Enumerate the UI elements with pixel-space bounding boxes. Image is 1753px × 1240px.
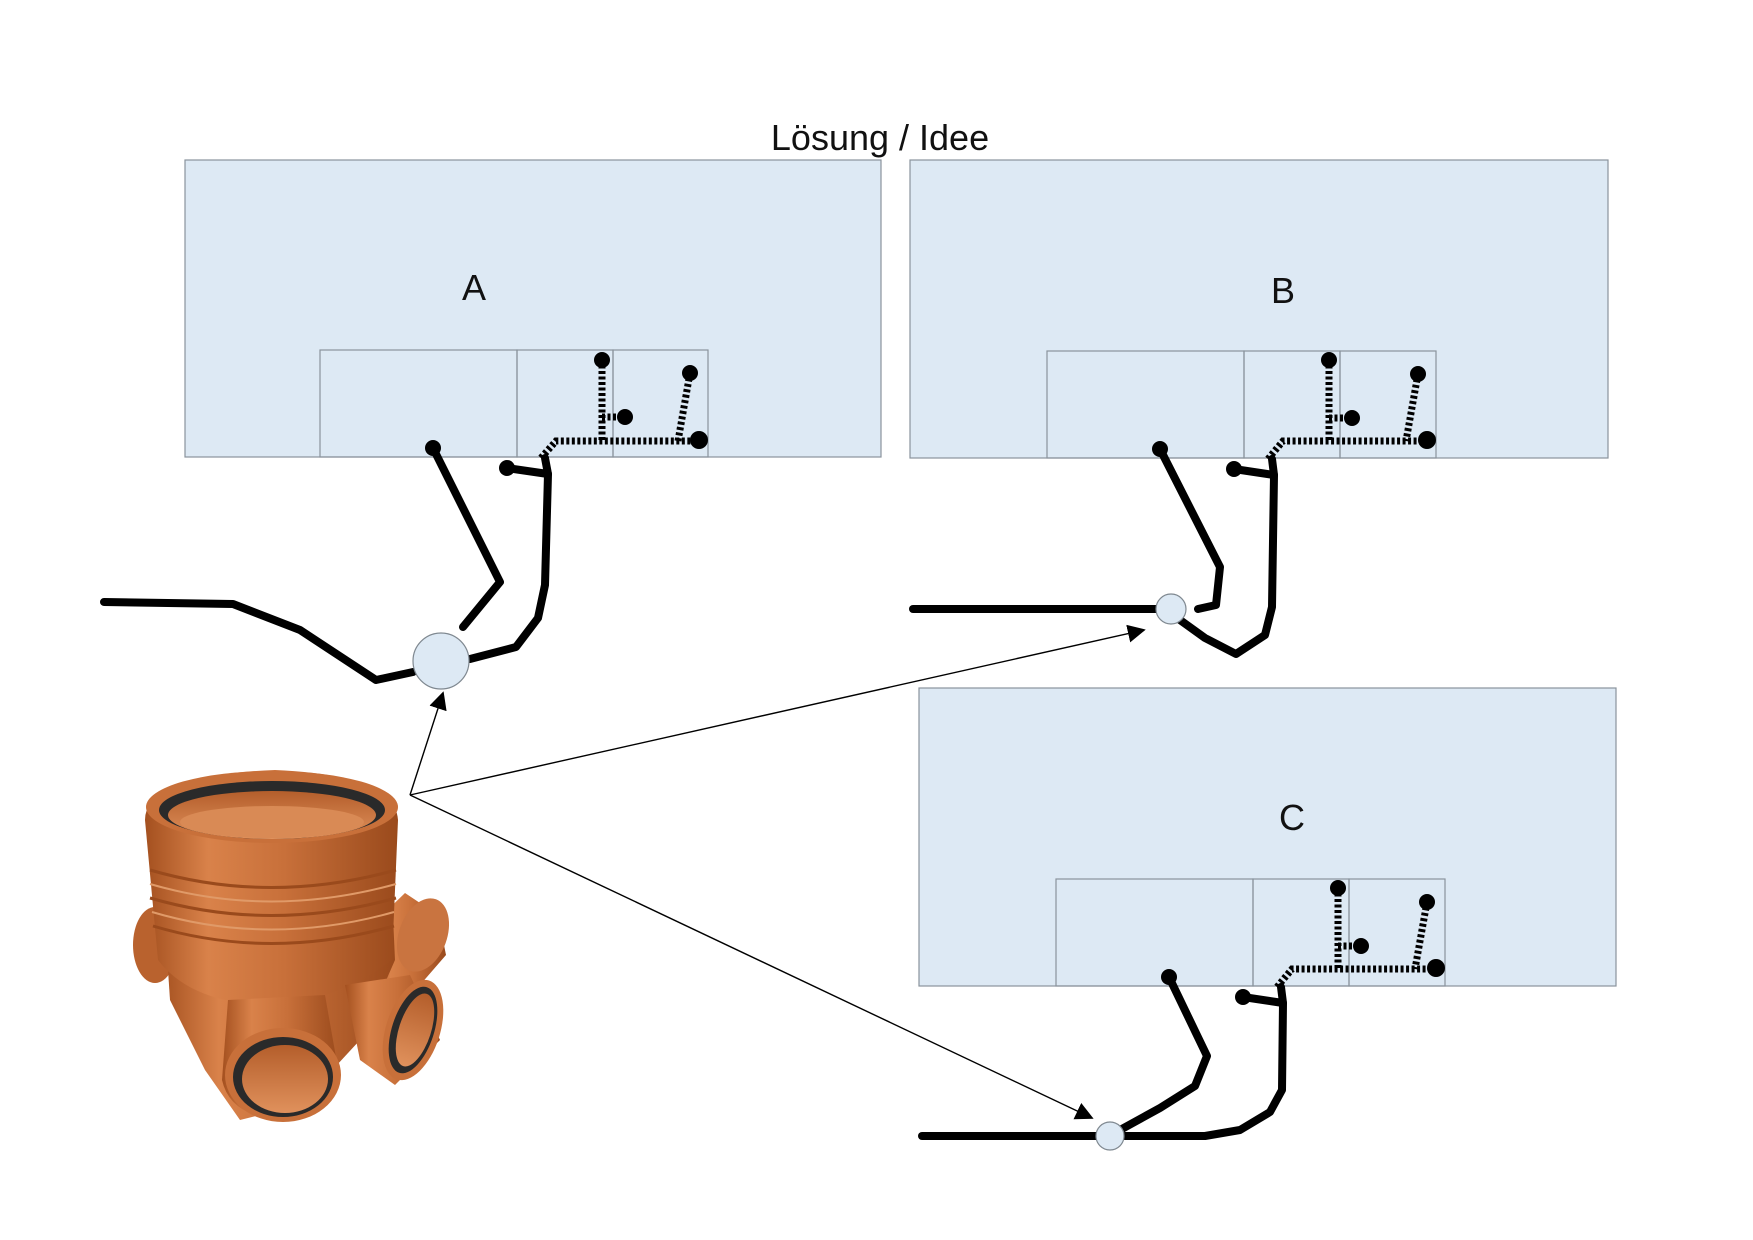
arrow-to-shaft-c [409,794,1094,1120]
building-outline [918,687,1617,987]
arrow-to-shaft-a [409,691,447,796]
drain-connection-point [1344,410,1360,426]
internal-drain-pipe [1265,437,1425,462]
drain-connection-point [682,365,698,381]
drain-pipe [1176,465,1278,658]
diagram-title: Lösung / Idee [771,117,989,158]
drain-pipe [429,444,504,631]
drain-pipe [1116,973,1211,1134]
room-outline [612,349,709,458]
drain-connection-point [1427,959,1445,977]
drain-pipe [1156,445,1224,613]
room-outline [1339,350,1437,459]
inspection-chamber-fitting-icon [133,770,450,1122]
sewer-main-pipe [100,598,417,684]
drain-connection-point [1419,894,1435,910]
drain-connection-point [594,352,610,368]
room-outline [1348,878,1446,987]
building-outline [184,159,882,458]
drain-connection-point [690,431,708,449]
internal-drain-pipe [674,372,694,442]
plan-label: B [1271,270,1295,311]
plan-a: A [100,159,882,690]
internal-drain-pipe [1274,965,1434,990]
drain-pipe [1268,455,1278,479]
plan-label: A [462,267,486,308]
building-outline [909,159,1609,459]
internal-drain-pipe [1402,373,1422,442]
drain-connection-point [1418,431,1436,449]
plan-label: C [1279,797,1305,838]
drain-connection-point [617,409,633,425]
drain-connection-point [1321,352,1337,368]
inspection-shaft [1095,1121,1125,1151]
arrow-to-shaft-b [409,624,1146,796]
inspection-shaft [412,632,470,690]
inspection-shaft [1155,593,1187,625]
drain-connection-point [1410,366,1426,382]
plan-b: B [909,159,1609,658]
internal-drain-pipe [538,437,698,461]
plan-c: C [918,687,1617,1151]
internal-drain-pipe [1411,901,1431,970]
drain-connection-point [1353,938,1369,954]
drain-connection-point [1330,880,1346,896]
reference-arrows [409,624,1146,1120]
drain-pipe [466,464,552,663]
drain-pipe [541,454,552,478]
drain-pipe [1277,983,1287,1007]
